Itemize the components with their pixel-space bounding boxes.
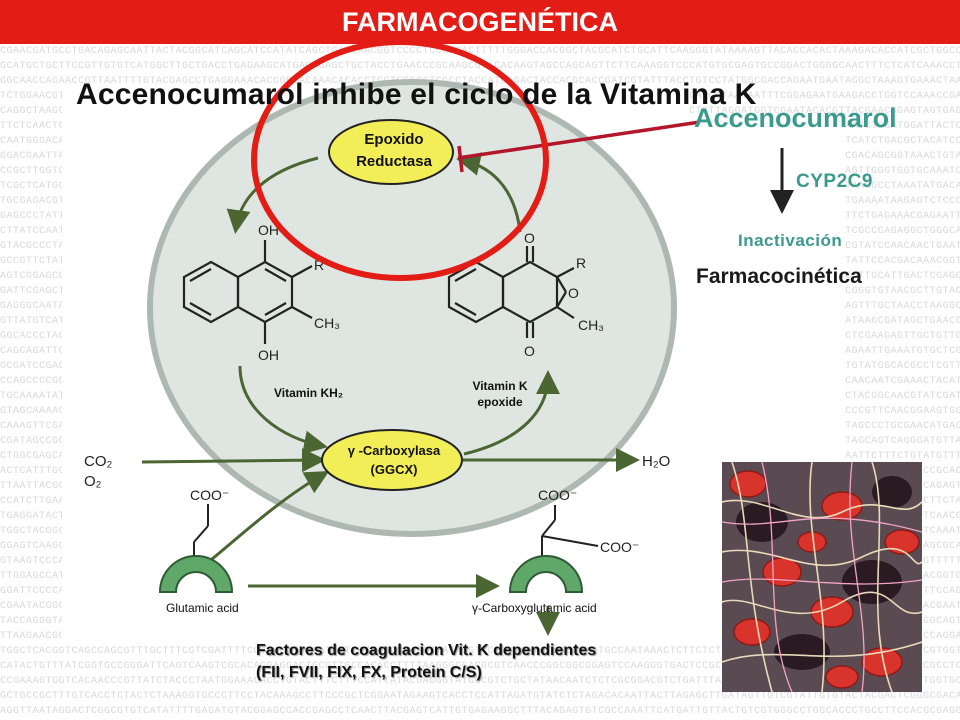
glutamate-coo: COO⁻ xyxy=(190,487,229,503)
carboxylase-label-2: (GGCX) xyxy=(371,462,418,477)
vitamin-kh2-label: Vitamin KH₂ xyxy=(274,386,343,400)
coagulation-factors-line-2: (FII, FVII, FIX, FX, Protein C/S) xyxy=(256,664,482,681)
header-bar: FARMACOGENÉTICA xyxy=(0,0,960,44)
carboxyglutamic-acid-label: γ-Carboxyglutamic acid xyxy=(472,601,597,615)
pharmacokinetics-label: Farmacocinética xyxy=(696,265,862,288)
glutamic-acid-label: Glutamic acid xyxy=(166,601,239,615)
blood-clot-photo xyxy=(722,462,922,692)
header-title: FARMACOGENÉTICA xyxy=(342,7,618,37)
arrow-to-carboxylase xyxy=(238,365,328,455)
inhibition-bar xyxy=(457,145,464,173)
o2-label: O₂ xyxy=(84,473,102,490)
arrow-to-reductase xyxy=(456,152,522,233)
coagulation-factors-line-1: Factores de coagulacion Vit. K dependien… xyxy=(256,642,597,659)
epoxide-reductase-enzyme: Epoxido Reductasa xyxy=(328,119,454,185)
cell-membrane xyxy=(147,79,677,537)
h2o-label: H₂O xyxy=(642,453,670,470)
cyp-enzyme-label: CYP2C9 xyxy=(796,171,873,192)
inhibition-line xyxy=(457,120,701,160)
arrow-co2-o2-in xyxy=(141,448,326,473)
vitamin-k-epoxide-structure xyxy=(447,246,575,338)
highlight-circle xyxy=(251,39,549,281)
arrow-glutamate-in xyxy=(205,471,330,566)
co2-label: CO₂ xyxy=(84,453,113,470)
hydroquinone-oh-bottom: OH xyxy=(258,347,279,363)
epoxide-reductase-label-2: Reductasa xyxy=(356,153,433,170)
carboxylase-enzyme: γ -Carboxylasa (GGCX) xyxy=(321,429,463,491)
glutamate-side-chain xyxy=(193,504,209,562)
epoxide-ch3: CH₃ xyxy=(578,317,604,333)
vitamin-k-epoxide-label-1: Vitamin K xyxy=(472,379,527,393)
vitamin-kh2-structure xyxy=(182,240,313,344)
slide-subtitle: Accenocumarol inhibe el ciclo de la Vita… xyxy=(76,78,757,111)
blood-clot-image xyxy=(722,462,922,692)
drug-label: Accenocumarol xyxy=(694,103,897,133)
vitamin-k-epoxide-label-2: epoxide xyxy=(477,395,523,409)
carboxyglutamate-coo-2: COO⁻ xyxy=(600,539,639,555)
carboxyglutamate-side-chain xyxy=(541,505,599,562)
hydroquinone-oh-top: OH xyxy=(258,222,279,238)
hydroquinone-r: R xyxy=(314,257,324,273)
protein-carboxyglutamic-icon xyxy=(508,555,584,593)
epoxide-r: R xyxy=(576,255,586,271)
carboxylase-label-1: γ -Carboxylasa xyxy=(348,443,441,458)
epoxide-o-top: O xyxy=(524,230,535,246)
epoxide-reductase-label-1: Epoxido xyxy=(364,131,423,148)
inactivation-label: Inactivación xyxy=(738,231,843,250)
arrow-to-epoxide xyxy=(463,370,560,456)
epoxide-o-ring: O xyxy=(568,285,579,301)
epoxide-o-bottom: O xyxy=(524,343,535,359)
hydroquinone-ch3: CH₃ xyxy=(314,315,340,331)
protein-glutamic-icon xyxy=(158,555,234,593)
carboxyglutamate-coo-1: COO⁻ xyxy=(538,487,577,503)
